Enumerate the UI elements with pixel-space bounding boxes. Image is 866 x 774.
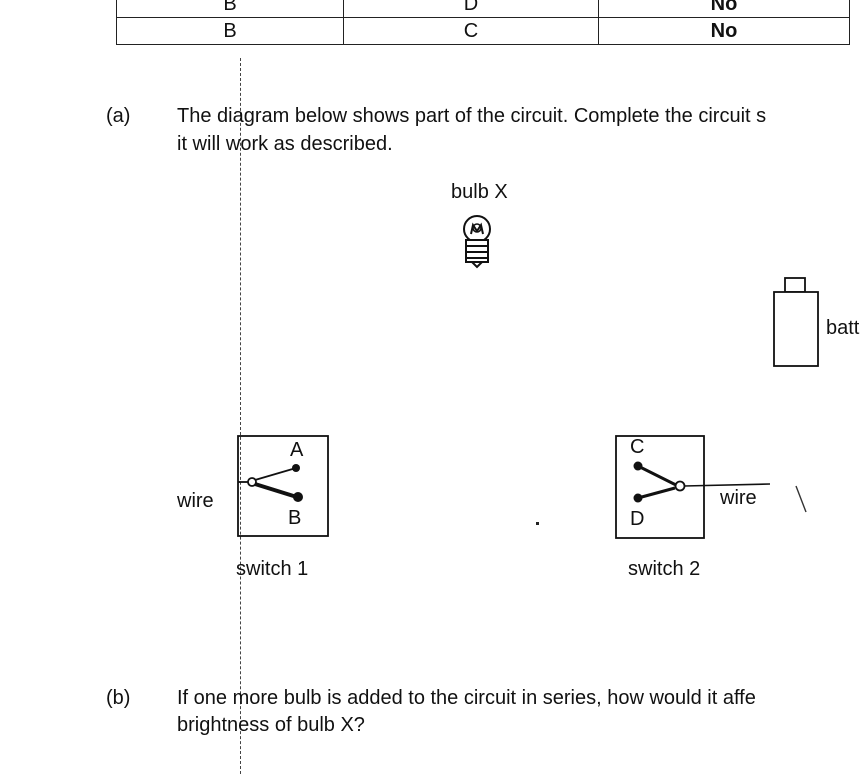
bulb-icon: [463, 215, 491, 269]
answer-table: B D No B C No: [116, 0, 850, 45]
question-b-line1: If one more bulb is added to the circuit…: [177, 687, 756, 709]
question-a-marker: (a): [106, 105, 131, 127]
battery-icon: [773, 277, 819, 367]
vertical-guide-line: [240, 58, 241, 774]
switch2-terminal-d: D: [630, 508, 645, 530]
switch2-diagram: [615, 435, 771, 539]
table-cell: D: [343, 0, 599, 18]
table-row: B C No: [116, 17, 850, 45]
table-cell: B: [116, 17, 344, 45]
switch1-terminal-a: A: [290, 439, 304, 461]
scan-mark: [795, 485, 807, 513]
switch1-wire-label: wire: [177, 490, 214, 512]
bulb-label: bulb X: [451, 181, 508, 203]
battery-label: batt: [826, 317, 860, 339]
switch1-label: switch 1: [236, 558, 309, 580]
table-row: B D No: [116, 0, 850, 18]
question-b-marker: (b): [106, 687, 131, 709]
question-a-line1: The diagram below shows part of the circ…: [177, 105, 767, 127]
switch2-label: switch 2: [628, 558, 701, 580]
question-b-line2: brightness of bulb X?: [177, 714, 365, 736]
switch1-diagram: [237, 435, 329, 537]
switch2-wire-label: wire: [720, 487, 757, 509]
switch2-terminal-c: C: [630, 436, 645, 458]
switch1-terminal-b: B: [288, 507, 302, 529]
table-cell: C: [343, 17, 599, 45]
table-cell: No: [598, 17, 850, 45]
question-a-line2: it will work as described.: [177, 133, 393, 155]
scan-dot: [536, 522, 539, 525]
table-cell: B: [116, 0, 344, 18]
table-cell: No: [598, 0, 850, 18]
